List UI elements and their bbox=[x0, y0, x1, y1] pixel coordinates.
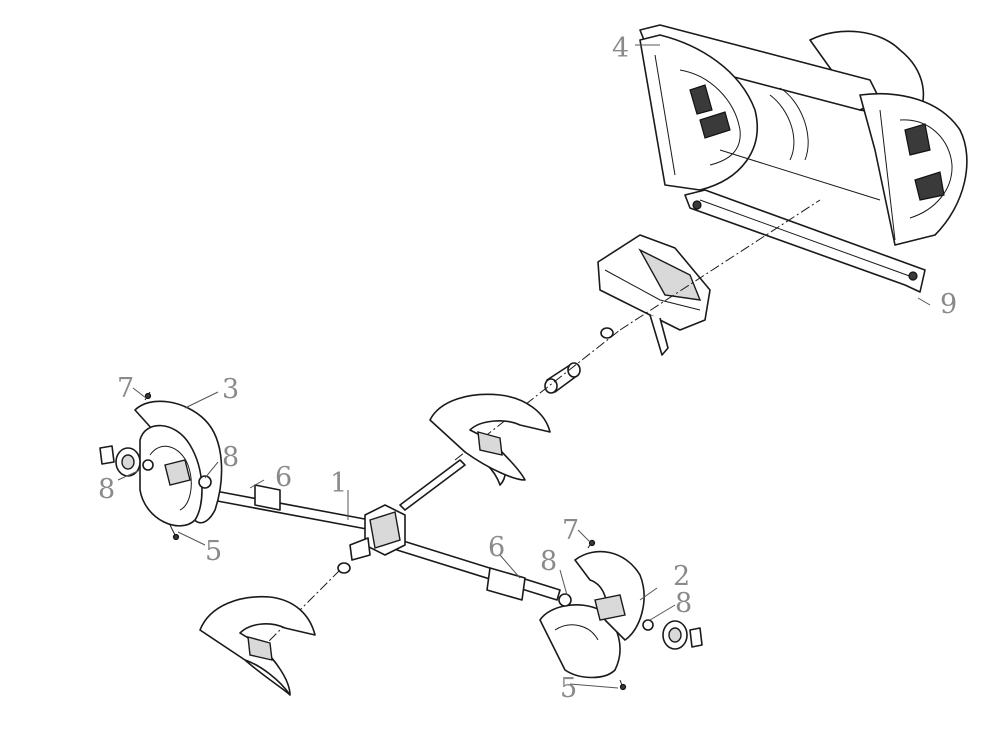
leader-lines bbox=[117, 44, 931, 689]
callout-6-left: 6 bbox=[275, 462, 292, 493]
callout-7-left: 7 bbox=[117, 373, 134, 404]
callout-9: 9 bbox=[940, 289, 957, 320]
callout-7-right: 7 bbox=[562, 515, 579, 546]
callout-5-left: 5 bbox=[205, 536, 222, 567]
callout-5-right: 5 bbox=[560, 673, 577, 704]
auger-flight-upper bbox=[429, 393, 551, 486]
callout-8-left-upper: 8 bbox=[222, 442, 239, 473]
auger-left bbox=[99, 391, 223, 541]
washer bbox=[600, 327, 614, 339]
auger-shaft-assembly bbox=[209, 459, 561, 601]
auger-flight-lower bbox=[199, 595, 316, 696]
callout-8-left-lower: 8 bbox=[98, 474, 115, 505]
callout-1: 1 bbox=[330, 468, 347, 499]
auger-housing bbox=[639, 24, 968, 293]
callout-8-right-shaft: 8 bbox=[540, 546, 557, 577]
gearbox-shroud bbox=[597, 234, 711, 356]
shaft-bushing bbox=[544, 362, 581, 394]
callout-3: 3 bbox=[222, 374, 239, 405]
auger-right bbox=[539, 539, 703, 691]
callout-8-right-hub: 8 bbox=[675, 588, 692, 619]
callout-4: 4 bbox=[612, 33, 629, 64]
callout-6-right: 6 bbox=[488, 532, 505, 563]
callout-2: 2 bbox=[673, 561, 690, 592]
